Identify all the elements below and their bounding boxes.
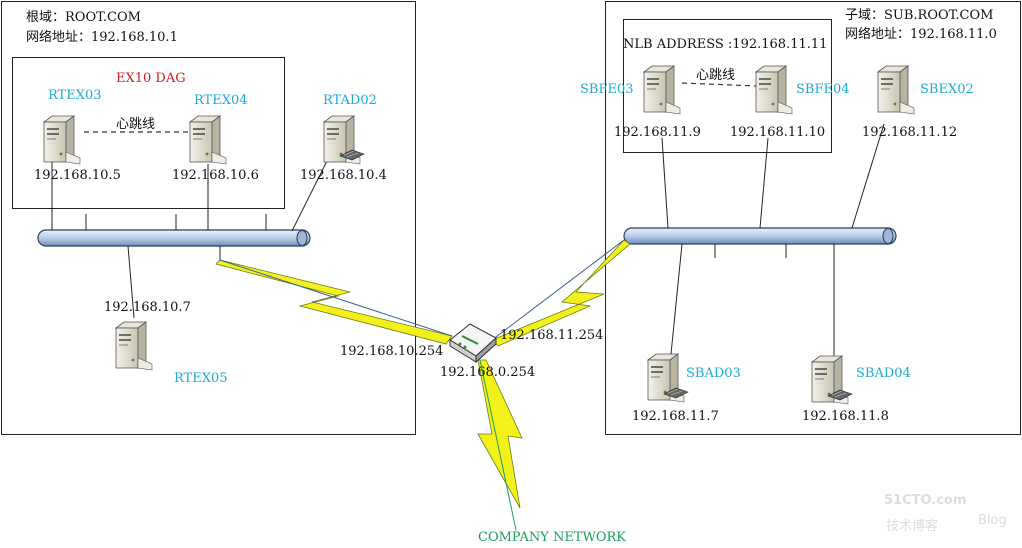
watermark-logo: 51CTO.com 技术博客 Blog xyxy=(884,493,1007,534)
sbfe04-ip: 192.168.11.10 xyxy=(730,125,825,140)
child-domain-box xyxy=(605,1,1021,435)
child-domain-label: 子域：SUB.ROOT.COM xyxy=(845,8,993,23)
sbad03-name: SBAD03 xyxy=(686,366,741,381)
rtex03-ip: 192.168.10.5 xyxy=(34,168,121,183)
watermark-blog: Blog xyxy=(978,513,1007,528)
rtad02-ip: 192.168.10.4 xyxy=(300,168,387,183)
wan-link-company xyxy=(477,359,523,531)
child-heartbeat-label: 心跳线 xyxy=(696,68,735,83)
sbex02-ip: 192.168.11.12 xyxy=(862,125,957,140)
sbex02-name: SBEX02 xyxy=(920,82,974,97)
dag-label: EX10 DAG xyxy=(116,71,186,86)
wan-link-child xyxy=(491,239,631,347)
nlb-label: NLB ADDRESS :192.168.11.11 xyxy=(623,37,827,52)
child-bus xyxy=(623,227,897,245)
child-bus-drops xyxy=(661,123,885,356)
server-icon-rtex04 xyxy=(189,115,227,165)
server-icon-sbfe04 xyxy=(755,65,793,115)
root-router-ip: 192.168.10.254 xyxy=(340,344,443,359)
router-icon xyxy=(449,323,497,364)
root-domain-label: 根域：ROOT.COM xyxy=(26,10,141,25)
root-network-label: 网络地址：192.168.10.1 xyxy=(26,29,178,45)
server-icon-rtex05 xyxy=(115,321,153,371)
child-heartbeat-line xyxy=(681,82,757,87)
watermark-main: 51CTO.com xyxy=(884,493,966,508)
rtex03-name: RTEX03 xyxy=(48,88,102,103)
server-icon-rtex03 xyxy=(43,115,81,165)
nlb-box xyxy=(623,19,832,153)
sbad04-name: SBAD04 xyxy=(856,366,911,381)
watermark-sub: 技术博客 xyxy=(886,518,938,534)
sbfe03-name: SBFE03 xyxy=(580,82,634,97)
rtad02-name: RTAD02 xyxy=(323,93,377,108)
root-domain-box xyxy=(1,1,416,435)
rtex04-name: RTEX04 xyxy=(194,93,248,108)
sbad03-ip: 192.168.11.7 xyxy=(632,409,719,424)
root-bus xyxy=(37,229,311,247)
sbfe03-ip: 192.168.11.9 xyxy=(614,125,701,140)
rtex05-ip: 192.168.10.7 xyxy=(104,300,191,315)
server-icon-sbfe03 xyxy=(643,65,681,115)
child-router-ip: 192.168.11.254 xyxy=(500,328,603,343)
server-icon-sbex02 xyxy=(877,65,915,115)
sbfe04-name: SBFE04 xyxy=(796,82,850,97)
server-icon-rtad02 xyxy=(323,115,365,165)
company-network-label: COMPANY NETWORK xyxy=(478,530,626,545)
server-icon-sbad04 xyxy=(811,355,853,405)
child-network-label: 网络地址：192.168.11.0 xyxy=(845,26,997,42)
sbad04-ip: 192.168.11.8 xyxy=(802,409,889,424)
server-icon-sbad03 xyxy=(647,353,689,403)
wan-link-root xyxy=(215,259,453,345)
rtex04-ip: 192.168.10.6 xyxy=(172,168,259,183)
router-ip: 192.168.0.254 xyxy=(440,365,535,380)
root-heartbeat-label: 心跳线 xyxy=(116,117,155,132)
rtex05-name: RTEX05 xyxy=(174,371,228,386)
root-bus-drops xyxy=(51,154,331,319)
dag-box xyxy=(12,57,285,209)
